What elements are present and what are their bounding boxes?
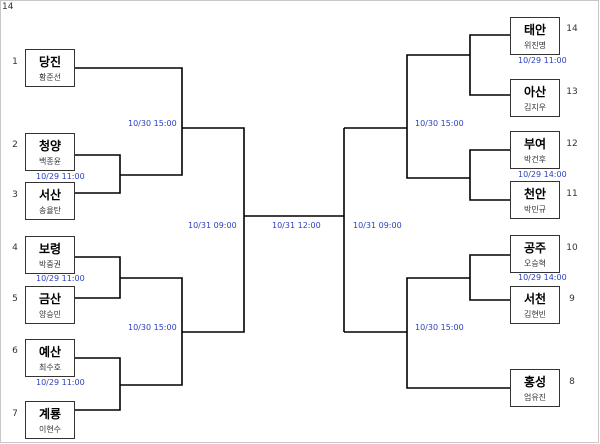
team-name: 서천 (523, 292, 547, 306)
team-name: 아산 (523, 85, 547, 99)
player-name: 김지우 (523, 103, 547, 112)
bracket-line-rqf-bot (406, 277, 510, 389)
team-name: 계룡 (38, 407, 62, 421)
bracket-line-l67 (75, 357, 121, 411)
team-box-boryeong[interactable]: 보령 박중권 (25, 236, 75, 274)
team-box-asan[interactable]: 아산 김지우 (510, 79, 560, 117)
seed-number: 10 (566, 243, 578, 253)
bracket-line-lqf-top (75, 67, 183, 176)
team-box-cheongyang[interactable]: 청양 백종윤 (25, 133, 75, 171)
match-time-rsf: 10/31 09:00 (353, 221, 402, 230)
seed-number: 9 (569, 294, 575, 304)
team-name: 당진 (38, 55, 62, 69)
seed-number: 2 (12, 140, 18, 150)
player-name: 최수호 (38, 363, 62, 372)
match-time-l67: 10/29 11:00 (36, 378, 85, 387)
player-name: 박건후 (523, 155, 547, 164)
player-name: 송율탄 (38, 206, 62, 215)
bracket-line-l23 (75, 154, 121, 194)
team-box-gyeryong[interactable]: 계룡 이현수 (25, 401, 75, 439)
team-name: 천안 (523, 187, 547, 201)
bracket-line-r109 (469, 254, 510, 301)
seed-number: 5 (12, 294, 18, 304)
team-name: 공주 (523, 241, 547, 255)
match-time-r109: 10/29 14:00 (518, 273, 567, 282)
team-box-seocheon[interactable]: 서천 김현빈 (510, 286, 560, 324)
team-box-geumsan[interactable]: 금산 양승민 (25, 286, 75, 324)
seed-number: 11 (566, 189, 578, 199)
match-time-l23: 10/29 11:00 (36, 172, 85, 181)
player-name: 김현빈 (523, 310, 547, 319)
team-box-cheonan[interactable]: 천안 박민규 (510, 181, 560, 219)
seed-number: 3 (12, 190, 18, 200)
team-name: 홍성 (523, 375, 547, 389)
team-name: 태안 (523, 23, 547, 37)
player-name: 황준선 (38, 73, 62, 82)
team-name: 서산 (38, 188, 62, 202)
team-name: 부여 (523, 137, 547, 151)
player-name: 오승혁 (523, 259, 547, 268)
match-time-r1413: 10/29 11:00 (518, 56, 567, 65)
match-time-lqf-top: 10/30 15:00 (128, 119, 177, 128)
match-time-rqf-bot: 10/30 15:00 (415, 323, 464, 332)
match-time-lqf-bot: 10/30 15:00 (128, 323, 177, 332)
seed-number: 8 (569, 377, 575, 387)
team-name: 예산 (38, 345, 62, 359)
match-time-l45: 10/29 11:00 (36, 274, 85, 283)
player-name: 엄유진 (523, 393, 547, 402)
team-box-seosan[interactable]: 서산 송율탄 (25, 182, 75, 220)
corner-label: 14 (2, 2, 14, 12)
team-name: 보령 (38, 242, 62, 256)
seed-number: 6 (12, 346, 18, 356)
bracket-line-rqf-top (406, 54, 470, 179)
player-name: 박중권 (38, 260, 62, 269)
seed-number: 4 (12, 243, 18, 253)
seed-number: 12 (566, 139, 578, 149)
team-box-taean[interactable]: 태안 위진명 (510, 17, 560, 55)
team-box-dangjin[interactable]: 당진 황준선 (25, 49, 75, 87)
team-name: 청양 (38, 139, 62, 153)
team-box-yesan[interactable]: 예산 최수호 (25, 339, 75, 377)
bracket-line-lsf (182, 127, 245, 333)
seed-number: 1 (12, 57, 18, 67)
bracket-line-r1211 (469, 149, 510, 201)
player-name: 이현수 (38, 425, 62, 434)
player-name: 박민규 (523, 205, 547, 214)
seed-number: 14 (566, 24, 578, 34)
player-name: 위진명 (523, 41, 547, 50)
player-name: 백종윤 (38, 157, 62, 166)
match-time-r1211: 10/29 14:00 (518, 170, 567, 179)
bracket-line-r1413 (469, 34, 510, 96)
team-box-hongseong[interactable]: 홍성 엄유진 (510, 369, 560, 407)
match-time-lsf: 10/31 09:00 (188, 221, 237, 230)
team-box-gongju[interactable]: 공주 오승혁 (510, 235, 560, 273)
player-name: 양승민 (38, 310, 62, 319)
match-time-final: 10/31 12:00 (272, 221, 321, 230)
seed-number: 13 (566, 87, 578, 97)
seed-number: 7 (12, 409, 18, 419)
team-box-buyeo[interactable]: 부여 박건후 (510, 131, 560, 169)
team-name: 금산 (38, 292, 62, 306)
match-time-rqf-top: 10/30 15:00 (415, 119, 464, 128)
